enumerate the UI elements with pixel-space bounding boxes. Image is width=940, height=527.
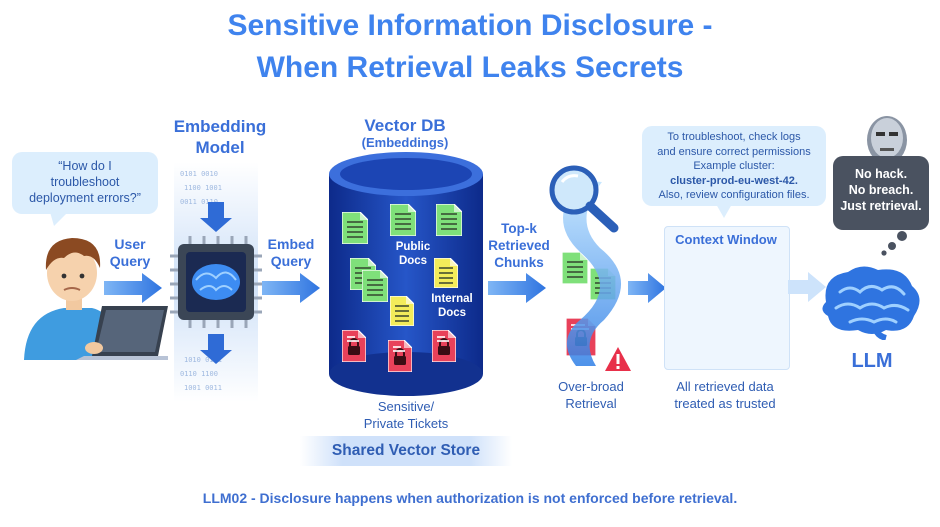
public-docs-label-line: Public — [395, 241, 431, 253]
user-query-label-line: User — [114, 236, 146, 252]
context-speech-bubble: To troubleshoot, check logs and ensure c… — [642, 126, 826, 206]
footer-caption: LLM02 - Disclosure happens when authoriz… — [202, 490, 738, 506]
user-bubble-line: “How do I — [58, 159, 112, 173]
thought-line: Just retrieval. — [840, 199, 922, 213]
public-doc-icon — [361, 269, 389, 303]
page-title-line2: When Retrieval Leaks Secrets — [256, 51, 684, 84]
llm-thought-bubble: No hack. No breach. Just retrieval. — [833, 156, 929, 230]
vector-db-title: Vector DB — [364, 116, 446, 135]
trusted-note-line: All retrieved data — [676, 379, 774, 394]
arrow-right-icon — [488, 273, 546, 303]
public-docs-label-line: Docs — [398, 255, 428, 267]
public-doc-icon — [435, 203, 463, 237]
context-bubble-line: and ensure correct permissions — [657, 145, 811, 158]
sensitive-doc-icon — [387, 339, 413, 373]
bubble-tail-icon — [50, 212, 68, 226]
over-broad-label-line: Over-broad — [558, 379, 624, 394]
public-docs-label: Public Docs — [388, 240, 438, 268]
thought-dots-icon — [881, 231, 907, 256]
topk-label-line: Top-k — [501, 221, 537, 236]
vector-db-subtitle: (Embeddings) — [361, 135, 449, 150]
over-broad-label-line: Retrieval — [565, 396, 617, 411]
shared-vector-store-banner: Shared Vector Store — [300, 436, 512, 466]
warning-icon — [605, 347, 631, 371]
context-bubble-line: To troubleshoot, check logs — [667, 131, 801, 143]
sensitive-tickets-label: Sensitive/ Private Tickets — [340, 398, 472, 432]
arrow-right-icon — [104, 273, 162, 303]
svg-text:1100 1001: 1100 1001 — [184, 184, 222, 192]
topk-label: Top-k Retrieved Chunks — [478, 220, 560, 271]
llm-label: LLM — [851, 350, 893, 372]
svg-text:0011 0110: 0011 0110 — [180, 198, 218, 206]
embedding-model-column: 0101 0010 1100 1001 0011 0110 1010 0101 01… — [170, 162, 262, 402]
topk-label-line: Chunks — [494, 255, 544, 270]
sensitive-doc-icon — [431, 329, 457, 363]
internal-docs-label-line: Docs — [437, 307, 467, 319]
user-query-label-line: Query — [109, 253, 151, 269]
sensitive-doc-icon — [341, 329, 367, 363]
embed-query-label-line: Embed — [267, 236, 315, 252]
user-bubble-line: troubleshoot — [50, 175, 120, 189]
sensitive-tickets-label-line: Sensitive/ — [377, 399, 435, 414]
svg-text:0110 1100: 0110 1100 — [180, 370, 218, 378]
arrow-right-icon — [628, 273, 666, 303]
context-window-panel — [664, 226, 790, 370]
svg-text:1001 0011: 1001 0011 — [184, 384, 222, 392]
embedding-title-line: Model — [195, 138, 245, 157]
context-bubble-cluster: cluster-prod-eu-west-42. — [670, 174, 798, 187]
public-doc-icon — [341, 211, 369, 245]
embed-query-label-line: Query — [270, 253, 312, 269]
internal-docs-label: Internal Docs — [424, 292, 480, 320]
user-query-label: User Query — [100, 236, 160, 270]
page-title-line1: Sensitive Information Disclosure - — [227, 9, 713, 42]
user-speech-bubble: “How do I troubleshoot deployment errors… — [12, 152, 158, 214]
internal-doc-icon — [389, 295, 415, 327]
thought-line: No breach. — [848, 183, 914, 197]
trusted-note-line: treated as trusted — [674, 396, 776, 411]
embedding-model-title: Embedding Model — [160, 116, 280, 158]
arrow-right-icon — [262, 273, 320, 303]
context-bubble-line: Also, review configuration files. — [658, 189, 810, 201]
trusted-note-label: All retrieved data treated as trusted — [650, 378, 800, 412]
svg-text:0101 0010: 0101 0010 — [180, 170, 218, 178]
brain-icon — [822, 266, 920, 340]
public-doc-icon — [389, 203, 417, 237]
context-window-title: Context Window — [675, 232, 777, 247]
topk-label-line: Retrieved — [488, 238, 550, 253]
sensitive-tickets-label-line: Private Tickets — [363, 416, 449, 431]
user-at-laptop-icon — [24, 238, 168, 360]
arrow-right-icon — [788, 272, 826, 302]
context-bubble-line: Example cluster: — [693, 160, 775, 172]
user-bubble-line: deployment errors?” — [29, 191, 141, 205]
over-broad-retrieval-label: Over-broad Retrieval — [546, 378, 636, 412]
retrieval-funnel — [563, 180, 622, 366]
magnifier-icon — [549, 165, 619, 233]
embed-query-label: Embed Query — [258, 236, 324, 270]
bubble-tail-icon — [716, 204, 732, 218]
svg-text:1010 0101: 1010 0101 — [184, 356, 222, 364]
retrieved-public-doc-icon — [561, 251, 589, 285]
internal-docs-label-line: Internal — [431, 293, 473, 305]
thought-line: No hack. — [854, 167, 908, 181]
embedding-title-line: Embedding — [173, 117, 267, 136]
